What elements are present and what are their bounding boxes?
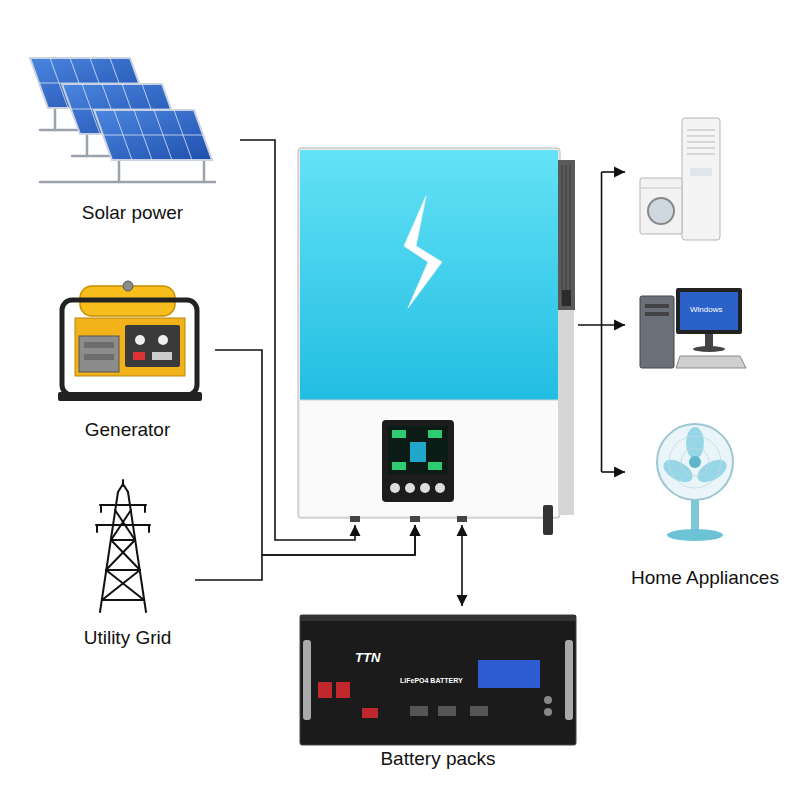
arrow-head xyxy=(350,525,361,536)
generator-illustration xyxy=(58,281,202,401)
node-caption: Utility Grid xyxy=(60,627,195,649)
source-node: Utility Grid xyxy=(60,478,195,653)
arrow-head xyxy=(614,467,625,478)
node-caption: Home Appliances xyxy=(625,567,785,589)
power-tower xyxy=(96,480,150,612)
connector xyxy=(215,350,421,555)
appliance-icons xyxy=(640,118,746,541)
solar-panels xyxy=(30,58,215,182)
inverter-node xyxy=(292,143,578,525)
brand-text: TTN xyxy=(355,650,380,665)
connector xyxy=(578,167,625,478)
arrow-head xyxy=(457,525,468,536)
node-caption: Solar power xyxy=(25,202,240,224)
source-node: Generator xyxy=(40,275,215,445)
node-caption: Battery packs xyxy=(296,748,580,770)
node-caption: Generator xyxy=(40,419,215,441)
product-text: LiFePO4 BATTERY xyxy=(400,676,463,685)
arrow-head xyxy=(614,320,625,331)
battery-illustration xyxy=(300,615,576,745)
connector xyxy=(240,140,361,540)
connector-line xyxy=(461,525,463,606)
connector-line xyxy=(195,525,415,580)
arrow-head xyxy=(410,525,421,536)
connector xyxy=(195,525,421,580)
storage-node: Battery packs xyxy=(296,606,580,774)
load-node: Home Appliances xyxy=(625,108,785,593)
arrow-head xyxy=(410,525,421,536)
connector-line xyxy=(215,350,415,555)
connector-line xyxy=(240,140,355,540)
screen-text: Windows xyxy=(690,305,722,315)
inverter-illustration xyxy=(298,148,575,535)
connector-line xyxy=(601,172,603,472)
arrow-head xyxy=(614,167,625,178)
connector xyxy=(457,525,468,606)
source-node: Solar power xyxy=(25,50,240,228)
arrow-head xyxy=(457,595,468,606)
